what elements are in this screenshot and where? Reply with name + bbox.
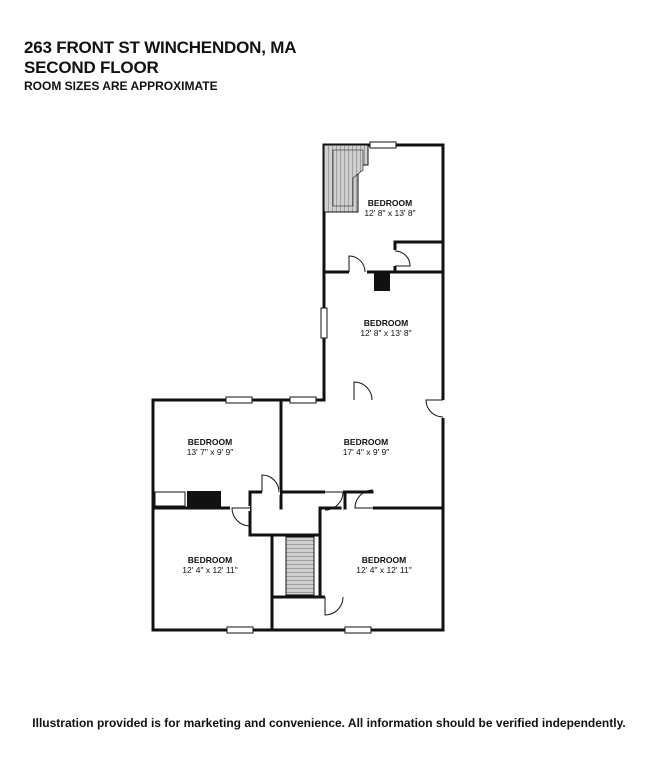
room-labels: BEDROOM 12' 8" x 13' 8" BEDROOM 12' 8" x… xyxy=(182,198,415,575)
room-bedroom-2-size: 12' 8" x 13' 8" xyxy=(360,328,411,338)
size-note: ROOM SIZES ARE APPROXIMATE xyxy=(24,79,218,93)
disclaimer-text: Illustration provided is for marketing a… xyxy=(32,716,626,730)
room-bedroom-2-name: BEDROOM xyxy=(364,318,408,328)
room-bedroom-1-size: 12' 8" x 13' 8" xyxy=(364,208,415,218)
room-bedroom-3-size: 13' 7" x 9' 9" xyxy=(187,447,234,457)
room-bedroom-4-name: BEDROOM xyxy=(344,437,388,447)
address-title: 263 FRONT ST WINCHENDON, MA xyxy=(24,38,297,57)
room-bedroom-6-name: BEDROOM xyxy=(362,555,406,565)
chimneys xyxy=(187,273,390,508)
room-bedroom-5-size: 12' 4" x 12' 11" xyxy=(182,565,237,575)
room-bedroom-5-name: BEDROOM xyxy=(188,555,232,565)
doors xyxy=(230,250,446,616)
room-bedroom-6-size: 12' 4" x 12' 11" xyxy=(356,565,411,575)
plan-header: 263 FRONT ST WINCHENDON, MA SECOND FLOOR… xyxy=(24,38,296,94)
hearth xyxy=(154,491,186,507)
windows xyxy=(225,141,397,634)
floor-title: SECOND FLOOR xyxy=(24,58,159,77)
stairs xyxy=(285,144,369,596)
room-bedroom-3-name: BEDROOM xyxy=(188,437,232,447)
room-bedroom-1-name: BEDROOM xyxy=(368,198,412,208)
room-bedroom-4-size: 17' 4" x 9' 9" xyxy=(343,447,390,457)
